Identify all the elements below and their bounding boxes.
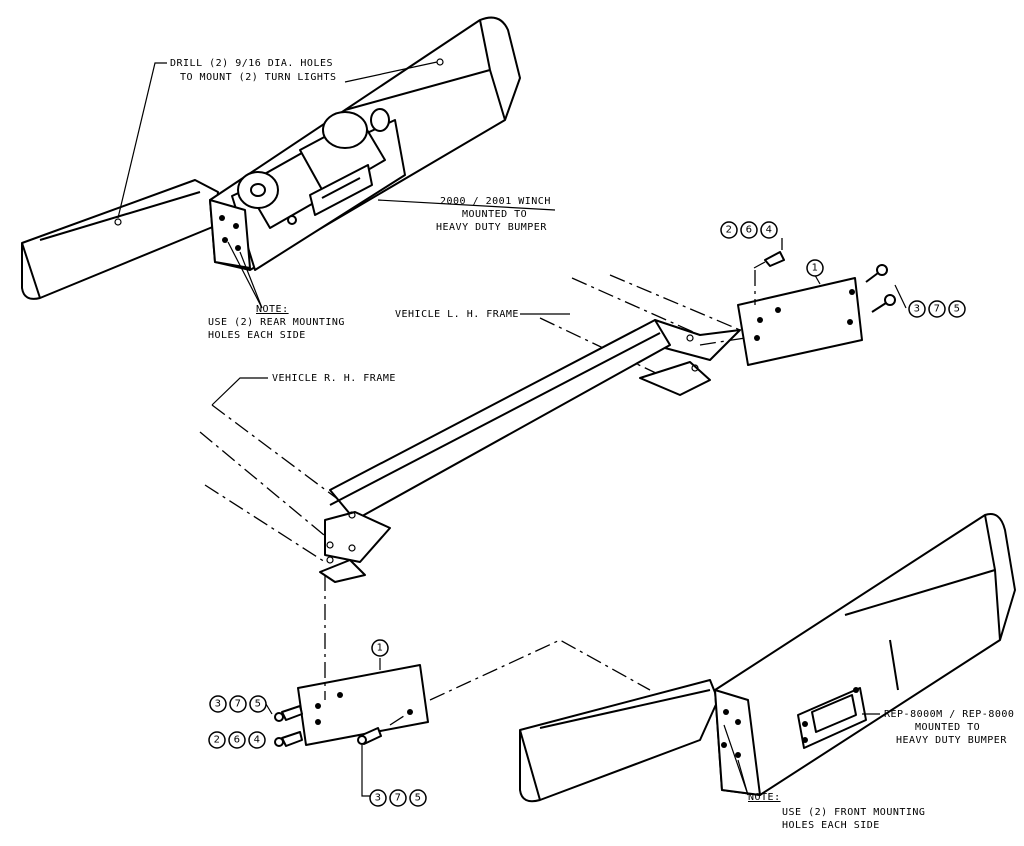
bubble-text: 3 [914,304,921,315]
winch-bottom-callout: REP-8000M / REP-8000 MOUNTED TO HEAVY DU… [862,709,1014,746]
bubble-text: 4 [766,225,773,236]
lh-frame-callout: VEHICLE L. H. FRAME [395,309,570,320]
bubble-text: 7 [395,793,402,804]
note-bottom-callout: NOTE: USE (2) FRONT MOUNTING HOLES EACH … [723,724,925,831]
winch-bottom-line1: REP-8000M / REP-8000 [884,709,1014,720]
top-bolts [753,238,907,313]
bubble-text: 5 [954,304,961,315]
part-group-bottom-c: 3 7 5 [369,789,427,807]
bubble-text: 7 [934,304,941,315]
rh-frame-callout: VEHICLE R. H. FRAME [211,373,396,406]
note-bottom-line1: USE (2) FRONT MOUNTING [782,807,925,818]
winch-top-line2: MOUNTED TO [462,209,527,220]
note-top-line2: HOLES EACH SIDE [208,330,306,341]
bottom-mounting-bracket [297,575,651,746]
winch-top-line3: HEAVY DUTY BUMPER [436,222,547,233]
bottom-bolts [274,705,411,797]
bubble-text: 6 [234,735,241,746]
bubble-text: 5 [255,699,262,710]
bubble-text: 7 [235,699,242,710]
part-group-bottom-a: 3 7 5 [209,695,273,715]
winch-bottom-line2: MOUNTED TO [915,722,980,733]
bubble-text: 5 [415,793,422,804]
winch-bottom-line3: HEAVY DUTY BUMPER [896,735,1007,746]
rh-frame-label: VEHICLE R. H. FRAME [272,373,396,384]
lh-frame-label: VEHICLE L. H. FRAME [395,309,519,320]
bubble-text: 1 [377,643,384,654]
note-top-title: NOTE: [256,304,289,315]
bubble-text: 6 [746,225,753,236]
drill-callout-line1: DRILL (2) 9/16 DIA. HOLES [170,58,333,69]
part-group-top-b: 3 7 5 [908,300,966,318]
bottom-bumper-assembly [519,513,1016,803]
note-bottom-title: NOTE: [748,792,781,803]
bubble-text: 2 [726,225,733,236]
vehicle-frame [199,274,741,583]
part-bubble-bracket-bottom: 1 [371,639,389,657]
winch-top-callout: 2000 / 2001 WINCH MOUNTED TO HEAVY DUTY … [377,196,556,233]
note-top-line1: USE (2) REAR MOUNTING [208,317,345,328]
top-bumper-assembly [21,16,521,300]
bubble-text: 4 [254,735,261,746]
note-bottom-line2: HOLES EACH SIDE [782,820,880,831]
top-mounting-bracket [699,269,863,366]
bubble-text: 2 [214,735,221,746]
note-top-callout: NOTE: USE (2) REAR MOUNTING HOLES EACH S… [208,241,345,341]
bubble-text: 3 [215,699,222,710]
part-group-bottom-b: 2 6 4 [208,731,266,749]
bubble-text: 1 [812,263,819,274]
winch-top-line1: 2000 / 2001 WINCH [440,196,551,207]
drill-holes-callout: DRILL (2) 9/16 DIA. HOLES TO MOUNT (2) T… [117,58,438,219]
part-bubble-bracket-top: 1 [806,259,824,277]
bubble-text: 3 [375,793,382,804]
drill-callout-line2: TO MOUNT (2) TURN LIGHTS [180,72,337,83]
part-group-top-a: 2 6 4 [720,221,778,239]
